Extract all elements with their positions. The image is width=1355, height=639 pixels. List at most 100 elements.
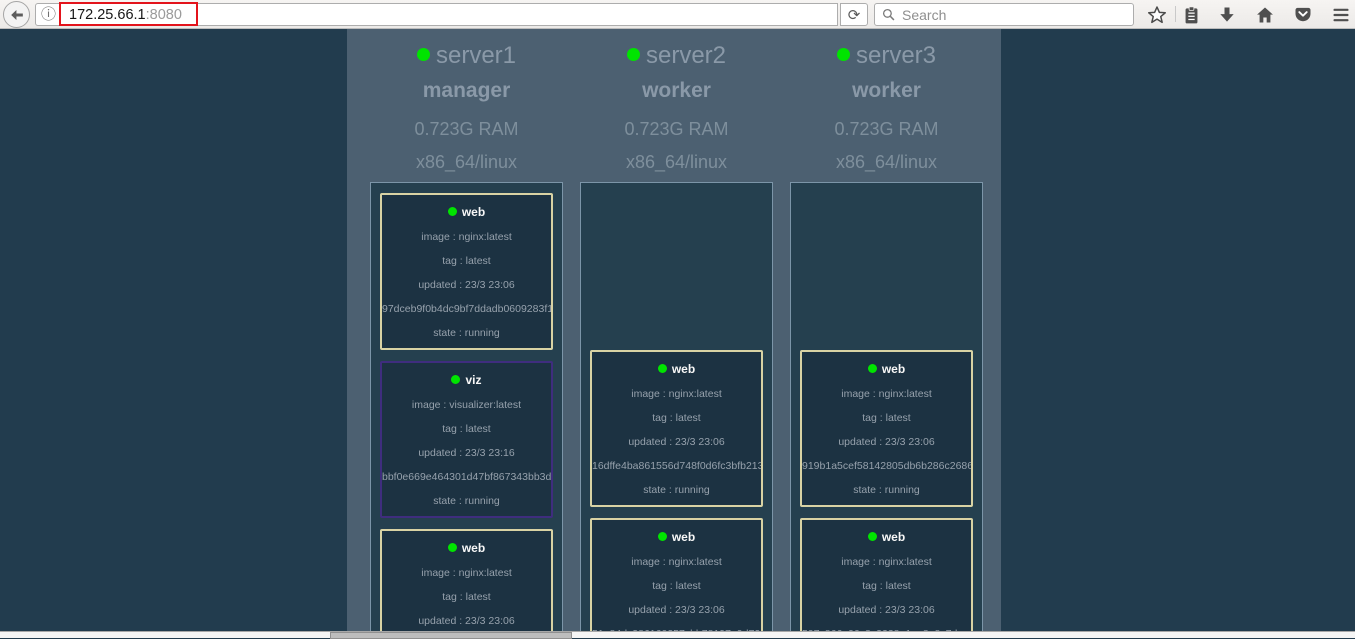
task-name-label: web — [881, 530, 906, 544]
task-title: web — [592, 363, 761, 376]
reload-icon: ⟳ — [847, 6, 861, 24]
home-button[interactable] — [1254, 4, 1276, 26]
task-updated: updated : 23/3 23:16 — [418, 447, 515, 459]
task-image: image : nginx:latest — [421, 231, 512, 243]
task-card-web: web image : nginx:latest tag : latest up… — [590, 518, 763, 638]
node-arch: x86_64/linux — [415, 152, 518, 172]
node-server3: server3 worker 0.723G RAM x86_64/linux w… — [790, 29, 983, 638]
task-updated: updated : 23/3 23:06 — [838, 436, 935, 448]
task-hash: 919b1a5cef58142805db6b286c26865a56d — [802, 460, 971, 472]
home-icon — [1257, 7, 1273, 23]
node-name: server3 — [790, 29, 983, 70]
bookmarks-menu-button[interactable] — [1180, 4, 1202, 26]
browser-toolbar: ⓘ 172.25.66.1:8080 ⟳ Search — [0, 0, 1355, 29]
back-button[interactable] — [3, 1, 30, 28]
task-list-spacer — [581, 193, 772, 350]
toolbar-divider — [1175, 6, 1176, 22]
node-name: server2 — [580, 29, 773, 70]
task-title: web — [592, 531, 761, 544]
node-ram: 0.723G RAM — [414, 119, 519, 139]
node-arch: x86_64/linux — [835, 152, 938, 172]
task-hash: 16dffe4ba861556d748f0d6fc3bfb213fb56 — [592, 460, 761, 472]
task-tag: tag : latest — [862, 580, 911, 592]
task-title: web — [382, 542, 551, 555]
task-card-web: web image : nginx:latest tag : latest up… — [380, 193, 553, 350]
bookmark-star-button[interactable] — [1146, 4, 1168, 26]
task-status-icon — [867, 532, 877, 542]
task-state: state : running — [433, 495, 500, 507]
task-image: image : nginx:latest — [841, 388, 932, 400]
task-title: web — [802, 363, 971, 376]
task-tag: tag : latest — [442, 423, 491, 435]
task-title: web — [802, 531, 971, 544]
pocket-icon — [1295, 7, 1311, 22]
task-name-label: web — [671, 362, 696, 376]
task-state: state : running — [853, 484, 920, 496]
task-name-label: viz — [465, 373, 482, 387]
node-ram: 0.723G RAM — [834, 119, 939, 139]
task-tag: tag : latest — [442, 255, 491, 267]
task-name-label: web — [881, 362, 906, 376]
task-tag: tag : latest — [652, 580, 701, 592]
node-role: manager — [422, 79, 511, 102]
task-hash: 97dceb9f0b4dc9bf7ddadb0609283f161f0d — [382, 303, 551, 315]
node-task-list: web image : nginx:latest tag : latest up… — [790, 182, 983, 638]
node-ram: 0.723G RAM — [624, 119, 729, 139]
node-status-icon — [416, 48, 430, 62]
task-updated: updated : 23/3 23:06 — [628, 436, 725, 448]
node-name: server1 — [370, 29, 563, 70]
node-header: server1 manager 0.723G RAM x86_64/linux — [370, 29, 563, 182]
node-name-label: server1 — [435, 42, 517, 69]
node-task-list: web image : nginx:latest tag : latest up… — [370, 182, 563, 638]
task-name-label: web — [671, 530, 696, 544]
task-card-web: web image : nginx:latest tag : latest up… — [800, 518, 973, 638]
url-host: 172.25.66.1 — [69, 6, 146, 23]
task-status-icon — [447, 207, 457, 217]
task-image: image : nginx:latest — [631, 388, 722, 400]
task-tag: tag : latest — [652, 412, 701, 424]
task-state: state : running — [643, 484, 710, 496]
url-port: :8080 — [145, 6, 182, 23]
menu-button[interactable] — [1330, 4, 1352, 26]
task-list-spacer — [791, 193, 982, 350]
node-server1: server1 manager 0.723G RAM x86_64/linux … — [370, 29, 563, 638]
task-hash: bbf0e669e464301d47bf867343bb3ddd9c5 — [382, 471, 551, 483]
node-status-icon — [836, 48, 850, 62]
task-name-label: web — [461, 541, 486, 555]
download-arrow-icon — [1220, 7, 1234, 22]
site-info-icon[interactable]: ⓘ — [41, 6, 57, 23]
task-name-label: web — [461, 205, 486, 219]
task-status-icon — [451, 375, 461, 385]
url-text[interactable]: 172.25.66.1:8080 — [69, 7, 182, 23]
hamburger-icon — [1333, 8, 1349, 22]
clipboard-icon — [1185, 5, 1197, 23]
task-card-web: web image : nginx:latest tag : latest up… — [800, 350, 973, 507]
task-card-web: web image : nginx:latest tag : latest up… — [590, 350, 763, 507]
node-arch: x86_64/linux — [625, 152, 728, 172]
task-updated: updated : 23/3 23:06 — [418, 279, 515, 291]
search-input[interactable]: Search — [874, 3, 1134, 26]
task-image: image : nginx:latest — [841, 556, 932, 568]
pocket-button[interactable] — [1292, 4, 1314, 26]
task-title: viz — [382, 374, 551, 387]
star-icon — [1147, 6, 1166, 24]
task-state: state : running — [433, 327, 500, 339]
task-image: image : nginx:latest — [421, 567, 512, 579]
node-name-label: server2 — [645, 42, 727, 69]
back-arrow-icon — [10, 9, 23, 20]
task-updated: updated : 23/3 23:06 — [418, 615, 515, 627]
node-status-icon — [626, 48, 640, 62]
node-task-list: web image : nginx:latest tag : latest up… — [580, 182, 773, 638]
node-role: worker — [642, 79, 711, 102]
downloads-button[interactable] — [1216, 4, 1238, 26]
task-updated: updated : 23/3 23:06 — [628, 604, 725, 616]
reload-button[interactable]: ⟳ — [840, 3, 868, 26]
node-server2: server2 worker 0.723G RAM x86_64/linux w… — [580, 29, 773, 638]
url-bar[interactable]: ⓘ 172.25.66.1:8080 — [35, 3, 838, 26]
node-role: worker — [852, 79, 921, 102]
task-card-viz: viz image : visualizer:latest tag : late… — [380, 361, 553, 518]
horizontal-scrollbar[interactable] — [0, 631, 1355, 639]
search-placeholder: Search — [902, 6, 947, 23]
task-status-icon — [657, 532, 667, 542]
task-status-icon — [867, 364, 877, 374]
